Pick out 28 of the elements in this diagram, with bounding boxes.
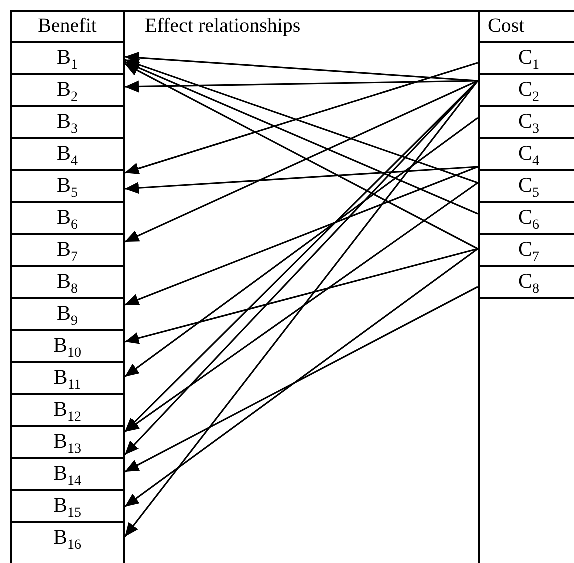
benefit-cell: B$_{16}$ bbox=[10, 521, 125, 563]
benefit-cell: B$_{7}$ bbox=[10, 233, 125, 267]
benefit-cell: B$_{10}$ bbox=[10, 329, 125, 363]
arrow bbox=[124, 248, 478, 344]
benefit-cell: B$_{11}$ bbox=[10, 361, 125, 395]
arrow bbox=[124, 80, 479, 538]
benefit-cell: B$_{12}$ bbox=[10, 393, 125, 427]
arrow bbox=[124, 166, 478, 306]
cost-cell: C$_{8}$ bbox=[478, 265, 574, 299]
benefit-cell: B$_{4}$ bbox=[10, 137, 125, 171]
arrow bbox=[124, 166, 478, 194]
benefit-cell: B$_{3}$ bbox=[10, 105, 125, 139]
arrow bbox=[124, 80, 478, 93]
benefit-cell: B$_{13}$ bbox=[10, 425, 125, 459]
benefit-cell: B$_{8}$ bbox=[10, 265, 125, 299]
benefit-cell: B$_{1}$ bbox=[10, 41, 125, 75]
arrow bbox=[124, 182, 478, 433]
column-header: Benefit bbox=[10, 10, 125, 43]
benefit-cell: B$_{5}$ bbox=[10, 169, 125, 203]
benefit-cell: B$_{14}$ bbox=[10, 457, 125, 491]
benefit-cell: B$_{2}$ bbox=[10, 73, 125, 107]
arrow bbox=[124, 61, 478, 215]
benefit-cell: B$_{6}$ bbox=[10, 201, 125, 235]
benefit-cell: B$_{9}$ bbox=[10, 297, 125, 331]
arrow bbox=[124, 117, 478, 378]
arrow bbox=[124, 286, 478, 473]
benefit-cell: B$_{15}$ bbox=[10, 489, 125, 523]
arrow bbox=[124, 248, 478, 508]
